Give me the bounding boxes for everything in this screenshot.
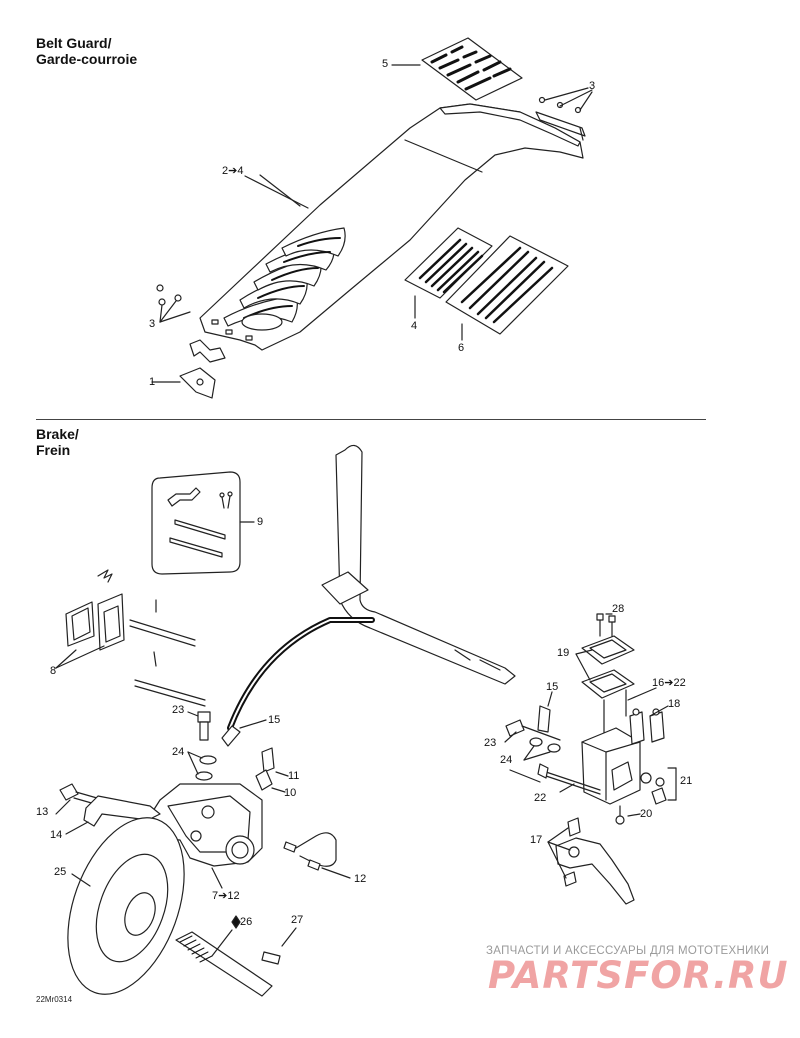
callout-18: 18	[668, 698, 681, 710]
callout-27: 27	[291, 914, 304, 926]
callout-16-22: 16➔22	[652, 677, 686, 689]
belt-guard	[199, 103, 584, 351]
callout-20: 20	[640, 808, 653, 820]
key-27	[261, 927, 297, 965]
callout-4: 4	[411, 320, 418, 332]
callout-22: 22	[534, 792, 547, 804]
watermark-tagline: ЗАПЧАСТИ И АКСЕССУАРЫ ДЛЯ МОТОТЕХНИКИ	[486, 945, 770, 957]
diagram-code: 22Mr0314	[36, 995, 73, 1004]
brake-pads-8	[55, 569, 206, 707]
callout-19: 19	[557, 647, 570, 659]
callout-1: 1	[149, 376, 156, 388]
callout-24-right: 24	[500, 754, 513, 766]
nuts-3-top	[535, 87, 593, 141]
callout-23-right: 23	[484, 737, 497, 749]
callout-28: 28	[612, 603, 625, 615]
callout-3-left: 3	[149, 318, 156, 330]
brake-disc-25	[67, 817, 185, 995]
section-divider	[36, 419, 706, 420]
decal-5	[391, 37, 523, 101]
bleeder-10-11	[255, 747, 289, 793]
callout-15-left: 15	[268, 714, 281, 726]
callout-6: 6	[458, 342, 465, 354]
master-cylinder	[504, 613, 677, 905]
callout-10: 10	[284, 787, 297, 799]
belt-guard-title: Belt Guard/ Garde-courroie	[36, 35, 138, 67]
callout-2-4: 2➔4	[222, 165, 244, 177]
handlebar	[321, 444, 516, 685]
callout-8: 8	[50, 665, 57, 677]
callout-23-left: 23	[172, 704, 185, 716]
shaft-26	[175, 915, 273, 997]
callout-13: 13	[36, 806, 49, 818]
callout-17: 17	[530, 834, 543, 846]
callout-3-top: 3	[589, 80, 596, 92]
callout-21: 21	[680, 775, 693, 787]
decal-4	[404, 227, 493, 319]
clip-12	[283, 832, 351, 879]
callout-7-12: 7➔12	[212, 890, 240, 902]
decal-6	[445, 235, 569, 341]
callout-15-right: 15	[546, 681, 559, 693]
caliper	[143, 783, 263, 889]
bracket-1	[151, 339, 226, 399]
kit-9-box	[151, 471, 255, 575]
callout-12: 12	[354, 873, 367, 885]
brake-title: Brake/ Frein	[36, 426, 79, 458]
banjo-bolt-left	[187, 711, 217, 781]
callout-9: 9	[257, 516, 264, 528]
callout-26: 26	[240, 916, 253, 928]
watermark-logo: PARTSFOR.RU	[488, 954, 789, 997]
callout-24-left: 24	[172, 746, 185, 758]
callout-11: 11	[288, 770, 300, 782]
callout-14: 14	[50, 829, 63, 841]
callout-25: 25	[54, 866, 67, 878]
nuts-3-left	[156, 284, 191, 323]
callout-5: 5	[382, 58, 389, 70]
brake-hose	[221, 617, 551, 747]
